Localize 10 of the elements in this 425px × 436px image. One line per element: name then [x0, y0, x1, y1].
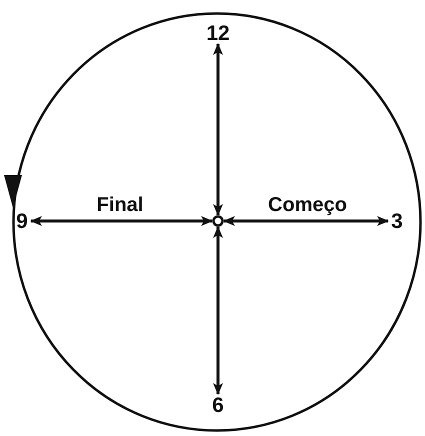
edge-label: Começo: [268, 195, 347, 215]
double-arrow: [213, 43, 223, 216]
double-arrow: [30, 216, 213, 226]
clock-number: 6: [212, 394, 224, 416]
clock-number: 9: [16, 210, 28, 232]
clock-number: 3: [391, 210, 403, 232]
double-arrow: [213, 226, 223, 395]
edge-label: Final: [96, 195, 144, 215]
double-arrow: [223, 216, 389, 226]
clock-number: 12: [206, 22, 230, 44]
